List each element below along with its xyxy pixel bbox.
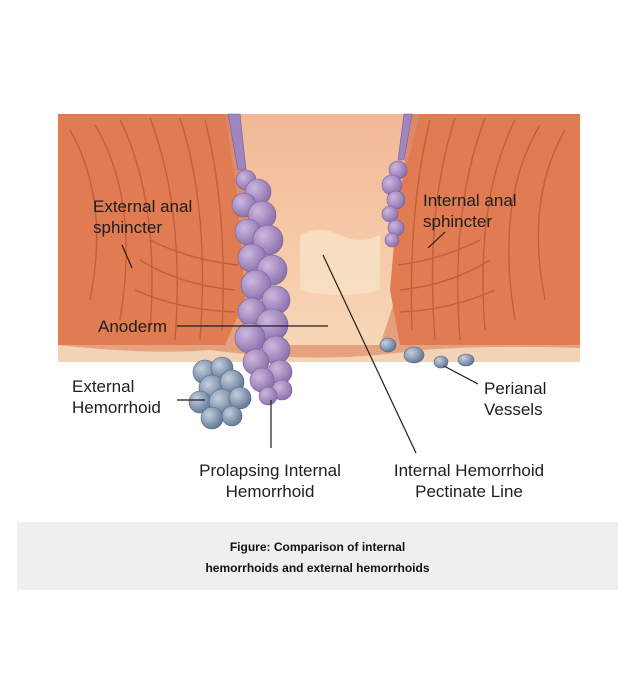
internal-hemorrhoid-column — [227, 113, 293, 406]
leader-lines — [121, 231, 479, 454]
label-perianal-vessels: Perianal Vessels — [484, 378, 546, 420]
caption-line-1: Figure: Comparison of internal — [229, 540, 406, 554]
label-prolapsing-internal-hemorrhoid: Prolapsing Internal Hemorrhoid — [180, 460, 360, 502]
label-external-anal-sphincter: External anal sphincter — [93, 196, 192, 238]
label-line: Hemorrhoid — [72, 398, 161, 417]
label-line: Perianal — [484, 379, 547, 398]
label-line: Vessels — [484, 400, 543, 419]
label-internal-hemorrhoid-pectinate-line: Internal Hemorrhoid Pectinate Line — [374, 460, 564, 502]
caption-line-2: hemorrhoids and external hemorrhoids — [205, 561, 430, 575]
perianal-vessels — [379, 337, 475, 369]
label-line: Internal Hemorrhoid — [393, 461, 545, 480]
label-line: Hemorrhoid — [225, 482, 315, 501]
label-line: sphincter — [93, 218, 162, 237]
tissue-background — [58, 114, 580, 362]
label-internal-anal-sphincter: Internal anal sphincter — [423, 190, 517, 232]
label-line: Internal anal — [423, 191, 517, 210]
label-line: External anal — [93, 197, 193, 216]
figure-caption: Figure: Comparison of internal hemorrhoi… — [17, 522, 618, 590]
external-hemorrhoid-cluster — [188, 356, 252, 430]
label-line: Pectinate Line — [415, 482, 523, 501]
label-anoderm: Anoderm — [98, 317, 167, 336]
label-line: sphincter — [423, 212, 492, 231]
label-external-hemorrhoid: External Hemorrhoid — [72, 376, 161, 418]
label-line: External — [72, 377, 135, 396]
anatomy-illustration — [58, 113, 580, 454]
label-line: Prolapsing Internal — [199, 461, 341, 480]
internal-hemorrhoid-right — [381, 113, 413, 248]
